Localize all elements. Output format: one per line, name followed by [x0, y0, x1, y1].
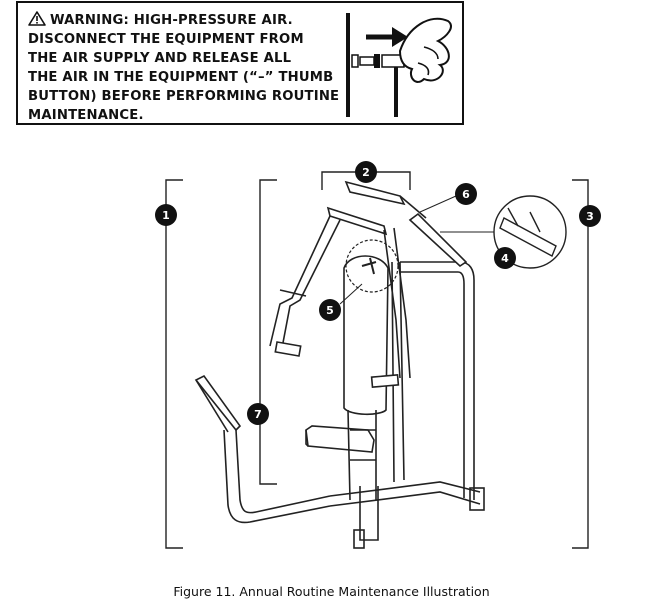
callout-7 — [247, 403, 269, 425]
callout-5 — [319, 299, 341, 321]
callout-4 — [494, 247, 516, 269]
bracket-1 — [165, 179, 183, 549]
callout-3-label: 3 — [586, 210, 594, 223]
detail-circle-5 — [345, 239, 399, 293]
callout-4-label: 4 — [501, 252, 509, 265]
callout-7-label: 7 — [254, 408, 262, 421]
machine-frame — [194, 180, 485, 549]
warning-triangle-icon — [28, 11, 46, 26]
warning-line: MAINTENANCE. — [28, 108, 144, 123]
callout-2 — [355, 161, 377, 183]
warning-heading: WARNING: HIGH-PRESSURE AIR. — [50, 13, 293, 28]
warning-line: THE AIR SUPPLY AND RELEASE ALL — [28, 51, 292, 66]
callout-3 — [579, 205, 601, 227]
callout-5-label: 5 — [326, 304, 334, 317]
callout-1 — [155, 204, 177, 226]
warning-box: WARNING: HIGH-PRESSURE AIR. DISCONNECT T… — [16, 1, 464, 125]
equipment-illustration: 1 2 3 4 5 6 7 — [155, 161, 601, 549]
callout-6 — [455, 183, 477, 205]
warning-line: BUTTON) BEFORE PERFORMING ROUTINE — [28, 89, 340, 104]
bracket-3 — [572, 179, 589, 549]
warning-line: THE AIR IN THE EQUIPMENT (“–” THUMB — [28, 70, 334, 85]
callout-6-label: 6 — [462, 188, 470, 201]
air-disconnect-illustration — [346, 13, 452, 117]
warning-line: DISCONNECT THE EQUIPMENT FROM — [28, 32, 304, 47]
callout-1-label: 1 — [162, 209, 170, 222]
callout-badges: 1 2 3 4 5 6 7 — [155, 161, 601, 425]
figure-caption: Figure 11. Annual Routine Maintenance Il… — [173, 584, 490, 599]
warning-text: WARNING: HIGH-PRESSURE AIR. DISCONNECT T… — [28, 11, 340, 125]
callout-2-label: 2 — [362, 166, 370, 179]
bracket-7 — [259, 179, 277, 485]
